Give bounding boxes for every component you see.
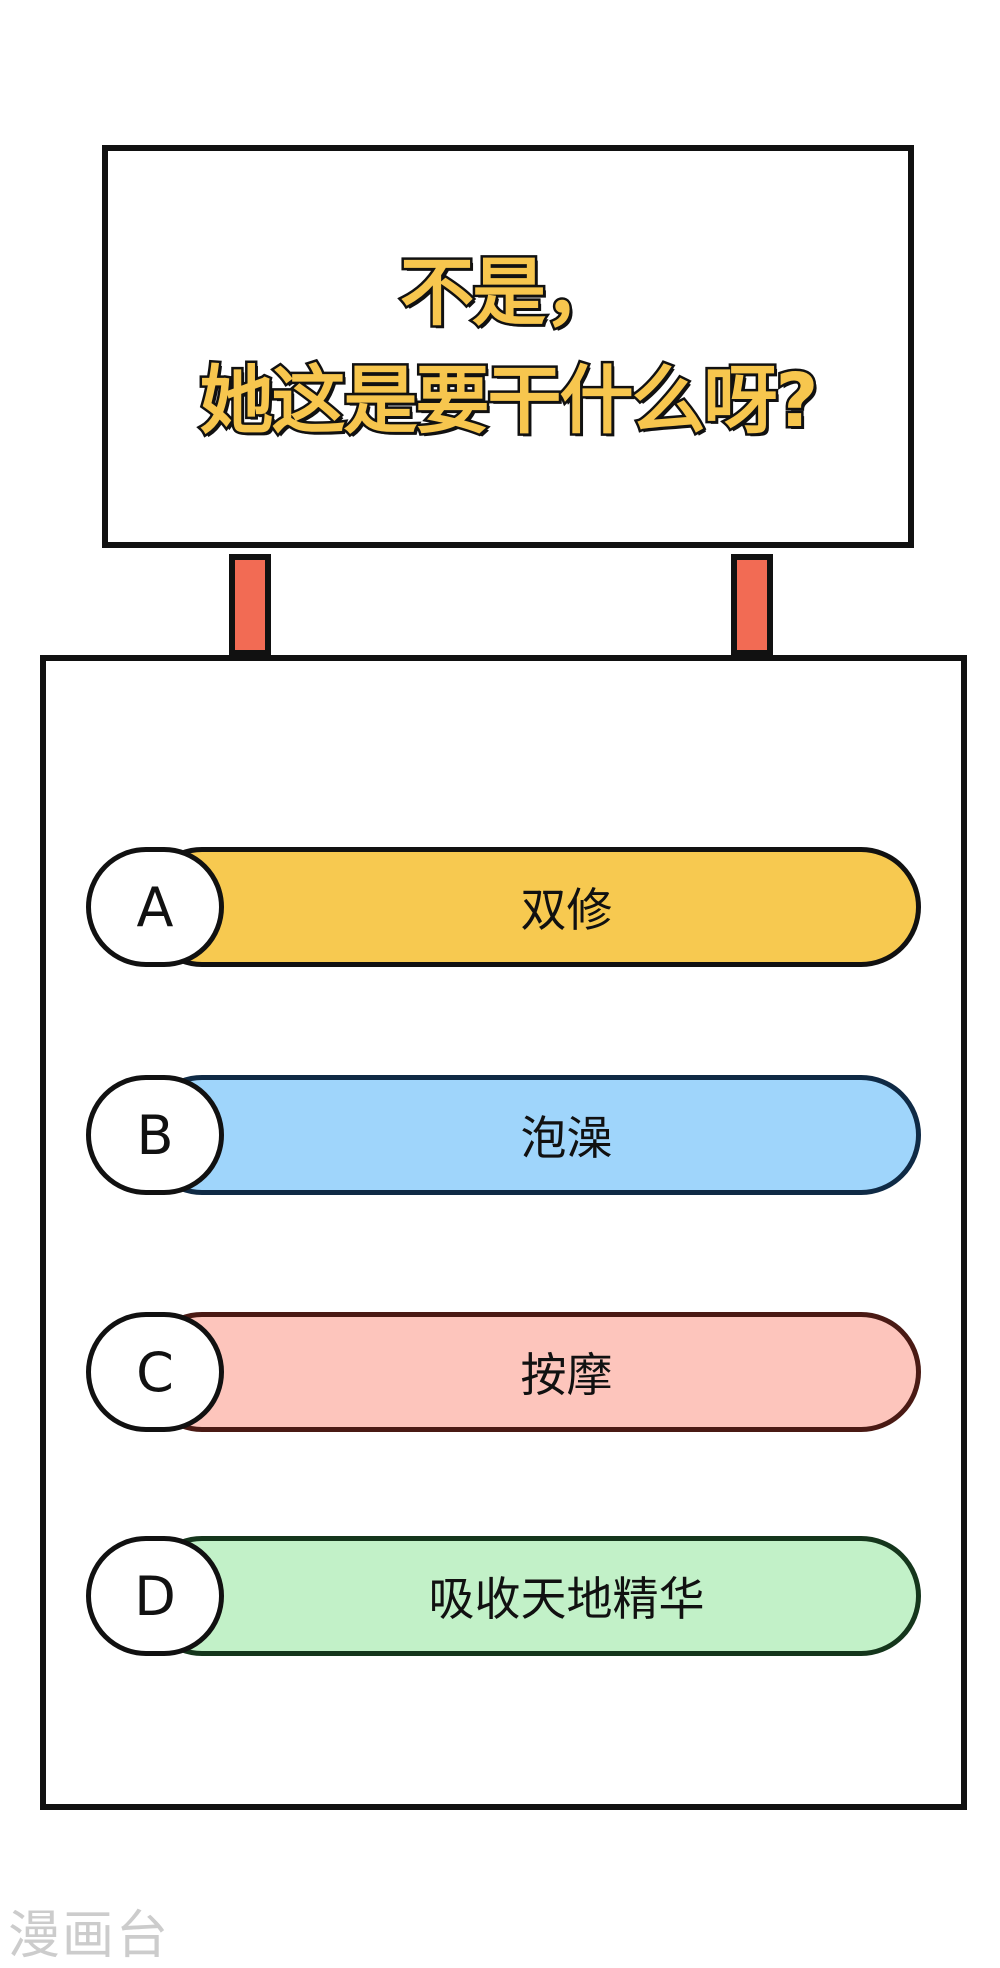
option-a-text: 双修 <box>142 847 921 967</box>
watermark-logo: 漫画台 <box>8 1906 171 1966</box>
option-b-letter: B <box>86 1075 224 1195</box>
option-a-letter: A <box>86 847 224 967</box>
option-c-text: 按摩 <box>142 1312 921 1432</box>
option-d-text: 吸收天地精华 <box>142 1536 921 1656</box>
option-d-letter: D <box>86 1536 224 1656</box>
question-sign-board: 不是， 她这是要干什么呀? <box>102 145 914 548</box>
question-line-2: 她这是要干什么呀? <box>197 357 821 444</box>
option-c-button[interactable]: 按摩 C <box>86 1312 921 1432</box>
option-c-letter: C <box>86 1312 224 1432</box>
question-line-1: 不是， <box>398 249 621 336</box>
option-d-button[interactable]: 吸收天地精华 D <box>86 1536 921 1656</box>
sign-post-right <box>731 554 773 656</box>
option-b-text: 泡澡 <box>142 1075 921 1195</box>
option-b-button[interactable]: 泡澡 B <box>86 1075 921 1195</box>
option-a-button[interactable]: 双修 A <box>86 847 921 967</box>
sign-post-left <box>229 554 271 656</box>
